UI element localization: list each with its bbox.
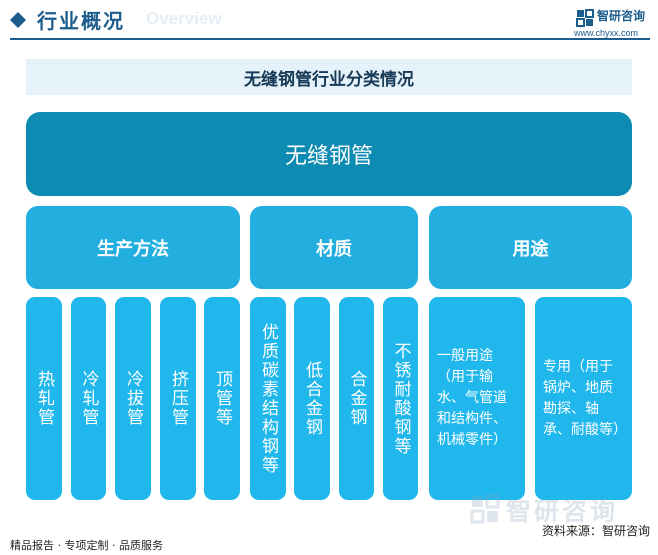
leaf-general-purpose: 一般用途（用于输水、气管道和结构件、机械零件）: [429, 297, 525, 500]
category-label: 材质: [316, 238, 352, 260]
header-divider: [10, 38, 650, 40]
category-production-method: 生产方法: [26, 206, 240, 289]
diagram-title-band: 无缝钢管行业分类情况: [26, 59, 632, 95]
root-node: 无缝钢管: [26, 112, 632, 196]
watermark-mark-icon: [470, 494, 500, 524]
leaf-carbon-structural-steel: 优质碳素结构钢等: [250, 297, 286, 500]
diamond-icon: [10, 12, 26, 28]
leaf-jacked: 顶管等: [204, 297, 240, 500]
leaf-label: 顶管等: [212, 370, 232, 427]
category-label: 生产方法: [97, 238, 169, 260]
leaf-cold-drawn: 冷拔管: [115, 297, 151, 500]
footer-tagline: 精品报告 · 专项定制 · 品质服务: [10, 539, 163, 552]
leaf-label: 合金钢: [346, 370, 367, 427]
category-usage: 用途: [429, 206, 632, 289]
category-material: 材质: [250, 206, 418, 289]
page-section-title: 行业概况: [37, 9, 125, 33]
leaf-extruded: 挤压管: [160, 297, 196, 500]
section-ghost-subtitle: Overview: [146, 9, 222, 28]
leaf-label: 低合金钢: [302, 360, 322, 437]
diagram-title: 无缝钢管行业分类情况: [244, 69, 414, 90]
leaf-low-alloy-steel: 低合金钢: [294, 297, 330, 500]
leaf-special-purpose: 专用（用于锅炉、地质勘探、轴承、耐酸等）: [535, 297, 632, 500]
leaf-stainless-acid-resistant-steel: 不锈耐酸钢等: [383, 297, 418, 500]
watermark-logo: 智研咨询: [470, 492, 640, 528]
category-label: 用途: [512, 238, 549, 260]
brand-mark-icon: [576, 9, 594, 27]
root-node-label: 无缝钢管: [284, 144, 373, 169]
source-note: 资料来源：智研咨询: [541, 524, 650, 538]
leaf-label: 热轧管: [34, 370, 54, 427]
leaf-label: 挤压管: [168, 370, 188, 427]
brand-name: 智研咨询: [597, 9, 646, 23]
brand-url: www.chyxx.com: [574, 28, 639, 38]
leaf-hot-rolled: 热轧管: [26, 297, 62, 500]
leaf-label: 不锈耐酸钢等: [390, 341, 411, 456]
brand-logo: 智研咨询 www.chyxx.com: [574, 6, 654, 38]
leaf-alloy-steel: 合金钢: [339, 297, 374, 500]
leaf-label: 专用（用于锅炉、地质勘探、轴承、耐酸等）: [543, 358, 627, 438]
leaf-label: 一般用途（用于输水、气管道和结构件、机械零件）: [437, 348, 507, 448]
leaf-label: 冷拔管: [123, 370, 143, 427]
leaf-cold-rolled: 冷轧管: [71, 297, 106, 500]
leaf-label: 冷轧管: [78, 370, 99, 427]
watermark-text: 智研咨询: [506, 497, 619, 526]
leaf-label: 优质碳素结构钢等: [258, 322, 278, 475]
